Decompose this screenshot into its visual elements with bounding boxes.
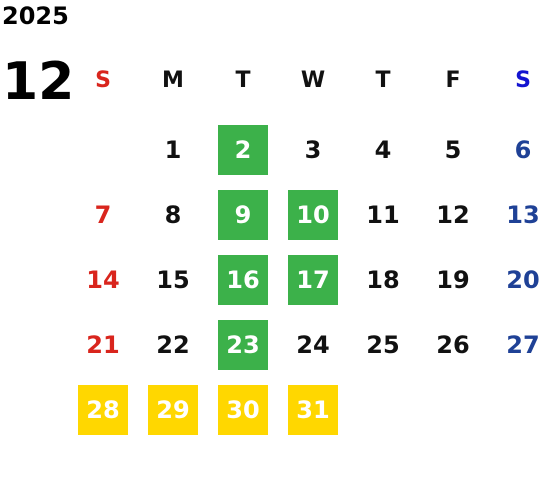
day-cell-highlighted[interactable]: 16 [218,255,268,305]
day-cell-highlighted[interactable]: 9 [218,190,268,240]
day-cell[interactable]: 22 [156,331,190,359]
day-cell[interactable]: 4 [374,136,392,164]
day-cell-saturday[interactable]: 6 [514,136,532,164]
day-cell-sunday[interactable]: 21 [86,331,120,359]
weekday-header-sat: S [515,67,531,93]
month-number: 12 [2,52,75,112]
day-cell-saturday[interactable]: 27 [506,331,540,359]
day-cell[interactable]: 15 [156,266,190,294]
day-cell[interactable]: 11 [366,201,400,229]
day-cell[interactable]: 25 [366,331,400,359]
day-cell-highlighted-yellow[interactable]: 28 [78,385,128,435]
day-cell[interactable]: 26 [436,331,470,359]
calendar-grid: S M T W T F S 1 2 3 4 5 6 7 8 9 10 11 12… [68,55,544,445]
day-cell-highlighted[interactable]: 2 [218,125,268,175]
year-label: 2025 [2,2,69,30]
weekday-header-tue: T [235,67,251,93]
day-cell[interactable]: 19 [436,266,470,294]
day-cell[interactable]: 5 [444,136,462,164]
weekday-header-mon: M [162,67,184,93]
day-cell-sunday[interactable]: 7 [94,201,112,229]
weekday-header-thu: T [375,67,391,93]
day-cell-highlighted[interactable]: 10 [288,190,338,240]
weekday-header-wed: W [300,67,326,93]
day-cell-highlighted-yellow[interactable]: 31 [288,385,338,435]
day-cell[interactable]: 8 [164,201,182,229]
day-cell-saturday[interactable]: 13 [506,201,540,229]
weekday-header-sun: S [95,67,111,93]
day-cell-highlighted-yellow[interactable]: 30 [218,385,268,435]
day-cell-highlighted[interactable]: 17 [288,255,338,305]
day-cell-sunday[interactable]: 14 [86,266,120,294]
weekday-header-fri: F [445,67,461,93]
day-cell[interactable]: 3 [304,136,322,164]
day-cell-saturday[interactable]: 20 [506,266,540,294]
day-cell-highlighted[interactable]: 23 [218,320,268,370]
day-cell[interactable]: 1 [164,136,182,164]
day-cell[interactable]: 18 [366,266,400,294]
day-cell[interactable]: 24 [296,331,330,359]
day-cell[interactable]: 12 [436,201,470,229]
day-cell-highlighted-yellow[interactable]: 29 [148,385,198,435]
